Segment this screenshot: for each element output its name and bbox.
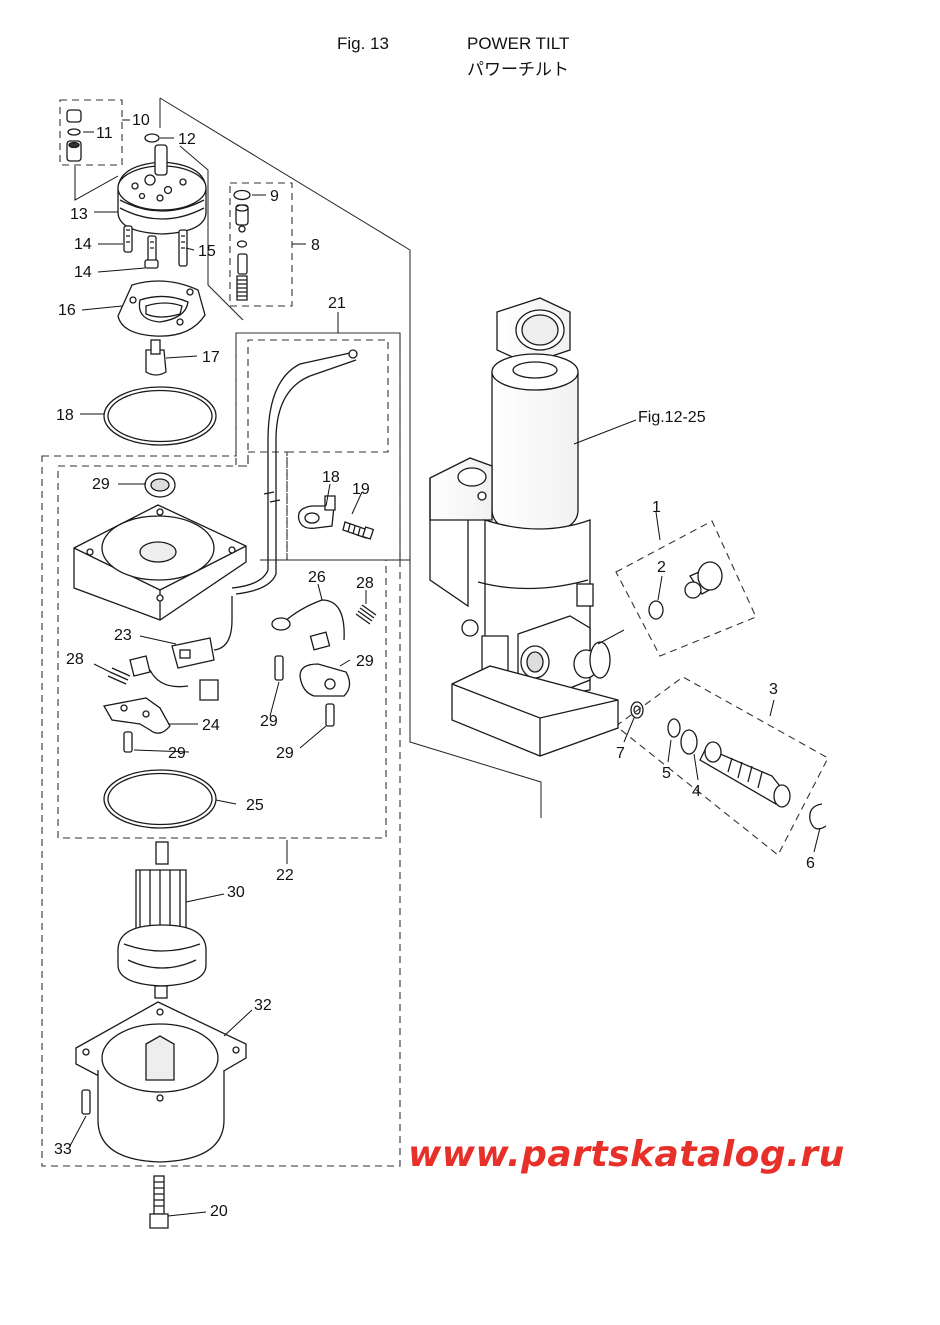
tilt-cylinder-assembly xyxy=(429,297,619,757)
figure-number: Fig. 13 xyxy=(337,34,389,53)
part-34-yoke xyxy=(75,1001,247,1163)
callout-7: 7 xyxy=(616,745,625,762)
callout-23: 22 xyxy=(276,867,294,884)
callout-14-b: 14 xyxy=(74,264,92,281)
callout-32: 30 xyxy=(227,884,245,901)
part-18-oring xyxy=(103,386,217,446)
callout-30: 29 xyxy=(356,653,374,670)
part-4-5-orings xyxy=(667,718,698,755)
part-17-coupling xyxy=(145,339,167,376)
callout-31: 29 xyxy=(92,476,110,493)
callout-29-a: 29 xyxy=(260,713,278,730)
part-11-orings xyxy=(66,109,82,162)
part-6-circlip xyxy=(809,803,827,830)
part-30-brush-plate xyxy=(299,663,351,697)
part-23-end-cover xyxy=(73,504,247,621)
callout-12: 12 xyxy=(178,131,196,148)
callout-18: 18 xyxy=(56,407,74,424)
callout-2: 2 xyxy=(657,559,666,576)
part-20-screw xyxy=(342,521,375,540)
callout-14-a: 14 xyxy=(74,236,92,253)
callout-13: 13 xyxy=(70,206,88,223)
figure-title-japanese: パワーチルト xyxy=(467,60,569,79)
callout-8: 8 xyxy=(311,237,320,254)
part-14-15-bolts xyxy=(123,225,188,269)
callout-11: 11 xyxy=(96,125,113,142)
part-29-screws xyxy=(123,655,335,753)
callout-15: 15 xyxy=(198,243,216,260)
callout-21: 20 xyxy=(210,1203,228,1220)
callout-17: 17 xyxy=(202,349,220,366)
callout-34: 32 xyxy=(254,997,272,1014)
callout-leaders xyxy=(69,119,821,1217)
group-box-1 xyxy=(615,520,757,657)
group-box-outer xyxy=(41,332,401,1167)
callout-19: 18 xyxy=(322,469,340,486)
callout-9: 9 xyxy=(270,188,279,205)
part-27-brush-lead xyxy=(271,599,345,651)
callout-16: 16 xyxy=(58,302,76,319)
part-31-bearing xyxy=(144,472,176,498)
callout-33: 33 xyxy=(54,1141,72,1158)
callout-27: 26 xyxy=(308,569,326,586)
callout-29-b: 29 xyxy=(168,745,186,762)
part-22-cable-harness xyxy=(231,349,358,595)
callout-6: 6 xyxy=(806,855,815,872)
watermark: www.partskatalog.ru xyxy=(408,1134,845,1175)
part-2-oring xyxy=(648,600,664,620)
connection-lines xyxy=(159,97,542,818)
callout-25: 24 xyxy=(202,717,220,734)
part-12-oring xyxy=(144,133,160,143)
group-box-8 xyxy=(229,182,293,307)
part-1-plug xyxy=(684,561,723,599)
callout-28-a: 28 xyxy=(356,575,374,592)
callout-4: 4 xyxy=(692,783,701,800)
part-26-oring xyxy=(103,769,217,829)
part-7-oring xyxy=(630,701,644,719)
callout-22: 21 xyxy=(328,295,346,312)
part-3-valve xyxy=(699,741,791,808)
part-33-screw xyxy=(81,1089,91,1115)
reference-fig-12-25: Fig.12-25 xyxy=(638,409,706,426)
part-28-springs xyxy=(107,604,377,685)
part-19-clamp xyxy=(297,495,336,529)
part-13-valve-body xyxy=(117,144,207,235)
callout-10: 10 xyxy=(132,112,150,129)
callout-5: 5 xyxy=(662,765,671,782)
callout-numbers: 10 11 12 13 14 14 15 16 17 18 9 8 21 18 … xyxy=(54,112,815,1220)
figure-title: POWER TILT xyxy=(467,34,570,53)
callout-20: 19 xyxy=(352,481,370,498)
callout-1: 1 xyxy=(652,499,661,516)
part-24-brush-holder xyxy=(129,596,233,701)
part-21-bolt xyxy=(149,1175,169,1229)
group-box-23 xyxy=(57,451,387,839)
group-box-10 xyxy=(59,99,123,166)
part-32-armature xyxy=(117,841,207,999)
part-8-9-valve-set xyxy=(233,189,251,301)
callout-28-b: 28 xyxy=(66,651,84,668)
callout-24: 23 xyxy=(114,627,132,644)
part-25-brush-plate xyxy=(102,697,171,734)
callout-3: 3 xyxy=(769,681,778,698)
callout-26: 25 xyxy=(246,797,264,814)
callout-29-c: 29 xyxy=(276,745,294,762)
part-16-pump-base xyxy=(117,280,206,337)
